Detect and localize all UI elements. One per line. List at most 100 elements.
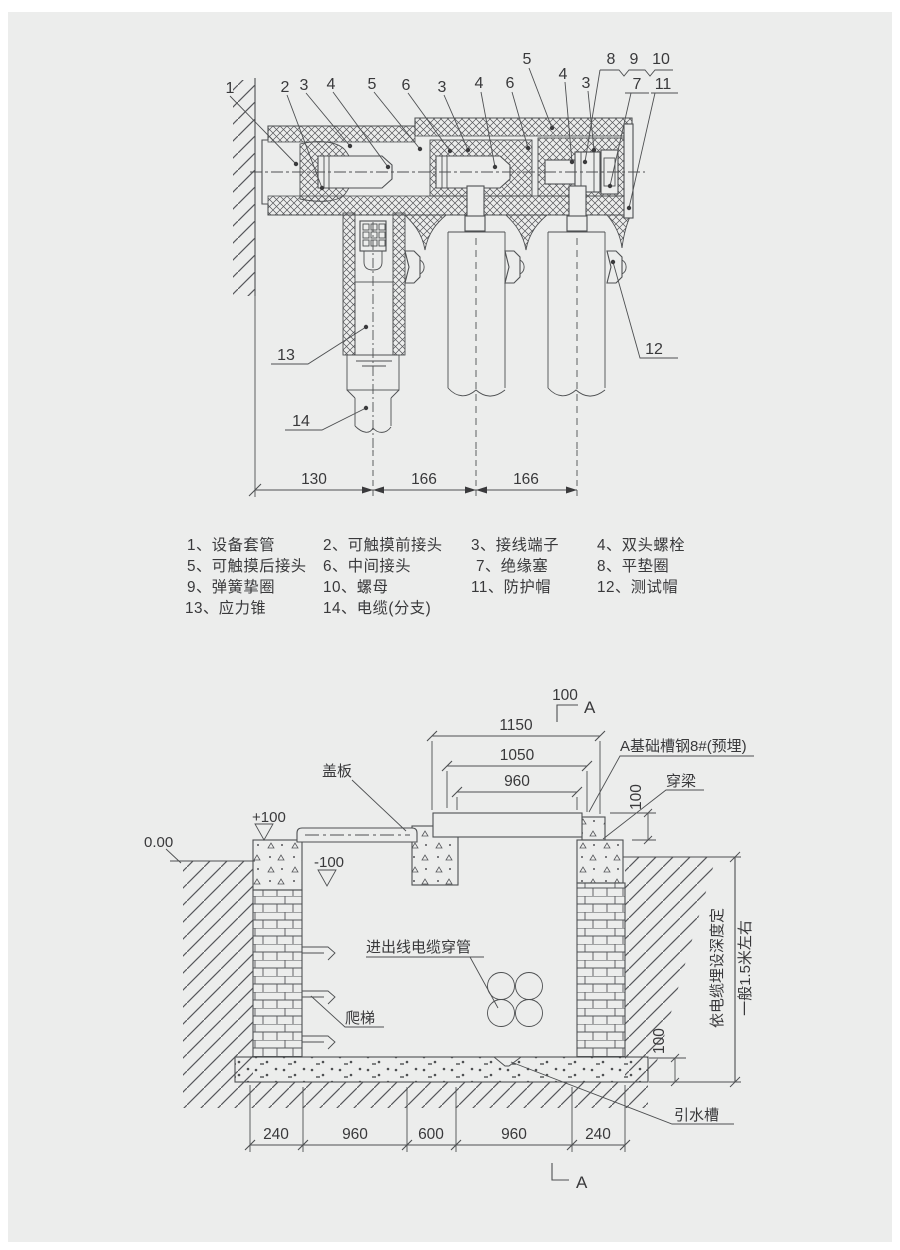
callout-4c: 4 [559,66,568,83]
callout-10: 10 [652,51,670,68]
legend-item-9: 9、弹簧挚圈 [187,579,275,596]
connector-lug [363,250,383,271]
pit-structure [234,812,649,1083]
sleeve-band-right [392,212,406,356]
dim-1150: 1150 [499,717,533,734]
wall-hatch [233,80,255,296]
floor-dim: 100 [649,1028,686,1087]
level-plus-100: +100 [252,809,286,826]
beam-height-dim: 100 [628,784,645,810]
depth-dim: 依电缆埋设深度定 一般1.5米左右 [649,851,754,1088]
floor-dim-100: 100 [651,1028,668,1054]
level-minus-100: -100 [314,854,344,871]
cable-drop-3 [547,215,606,452]
callout-5: 5 [368,76,377,93]
legend-item-8: 8、平垫圈 [597,558,669,575]
bottom-dim-ticks [244,1139,631,1151]
callout-3c: 3 [582,75,591,92]
dim-166a: 166 [411,471,437,488]
depth-note-2: 一般1.5米左右 [737,920,754,1016]
stud-bolt-2 [435,155,511,189]
grid-connector-cells [362,223,386,247]
beam-slab [432,812,583,838]
cover-label: 盖板 [322,762,352,780]
dim-1050: 1050 [500,747,535,764]
legend-item-10: 10、螺母 [323,579,388,596]
legend-item-13: 13、应力锥 [185,599,266,617]
cut-offset-100: 100 [552,687,578,704]
left-concrete-block [252,839,303,891]
dim-130: 130 [301,471,327,488]
left-brick-wall [252,889,303,1058]
section-letter-bottom: A [576,1173,588,1192]
parts-legend: 1、设备套管 2、可触摸前接头 3、接线端子 4、双头螺栓 5、可触摸后接头 6… [185,537,685,617]
section-bottom-dims: 240 960 600 960 240 [244,1085,631,1152]
callout-5b: 5 [523,51,532,68]
callout-6b: 6 [506,75,515,92]
protective-cap-plate [623,123,634,219]
level-zero: 0.00 [144,834,173,851]
cable-2-outline [447,231,506,388]
drain-notch [492,1056,523,1067]
callout-6: 6 [402,77,411,94]
cable-drop-1 [342,212,406,452]
cable-pipes-label: 进出线电缆穿管 [366,939,471,956]
beam-label: 穿梁 [666,773,696,790]
dim-960: 960 [504,773,530,790]
earth-left [183,861,253,1082]
callout-14: 14 [292,413,310,430]
right-concrete-block [576,839,624,884]
insulation-drip-1 [403,214,448,251]
callout-4: 4 [327,76,336,93]
callout-12: 12 [645,341,663,358]
callout-7: 7 [633,76,642,93]
cable-3-outline [547,231,606,388]
legend-item-11: 11、防护帽 [471,579,551,596]
legend-item-2: 2、可触摸前接头 [323,537,443,554]
callout-9: 9 [630,51,639,68]
legend-item-5: 5、可触摸后接头 [187,558,307,575]
earth-hatch [183,857,716,1108]
channel-steel-seat [581,816,606,841]
insulation-drip-2 [504,214,549,251]
legend-item-3: 3、接线端子 [471,537,559,554]
dim-166b: 166 [513,471,539,488]
dim-960-left: 960 [342,1126,368,1143]
channel-steel-label: A基础槽钢8#(预埋) [620,738,747,755]
right-brick-wall [576,882,626,1058]
ladder-rungs [302,946,336,1050]
legend-item-1: 1、设备套管 [187,537,275,554]
dim-240-right: 240 [585,1126,611,1143]
callout-3b: 3 [438,79,447,96]
dim-arrows [362,486,577,494]
callout-1: 1 [226,80,235,97]
test-caps [404,250,627,284]
section-mark-bottom: A [551,1163,588,1192]
cable-drop-2 [447,215,506,452]
dim-600: 600 [418,1126,444,1143]
cable-taper [346,389,400,426]
callout-11: 11 [655,76,672,93]
depth-note-1: 依电缆埋设深度定 [709,908,726,1028]
dim-tick-left [248,483,262,497]
dim-960-right: 960 [501,1126,527,1143]
legend-item-14: 14、电缆(分支) [323,600,431,617]
insulation-drip-3 [606,214,632,249]
sleeve-band-left [342,212,356,356]
earth-right [625,857,716,1082]
pit-section-view: 1150 1050 960 100 A 盖板 A基础槽钢8#(预埋) 穿梁 10… [144,687,754,1192]
section-top-dims: 1150 1050 960 [426,717,606,814]
legend-item-7: 7、绝缘塞 [476,557,548,575]
cable-break-wave-3 [547,387,606,397]
section-letter-top: A [584,698,596,717]
cable-ducts [487,972,543,1027]
wall-section [233,78,256,497]
dim-extension-dashed [372,450,578,497]
bell-connector-3 [566,215,588,232]
earth-below-floor [183,1082,648,1108]
cable-break-wave-2 [447,387,506,397]
callout-4b: 4 [475,75,484,92]
callout-leaders [229,67,678,431]
